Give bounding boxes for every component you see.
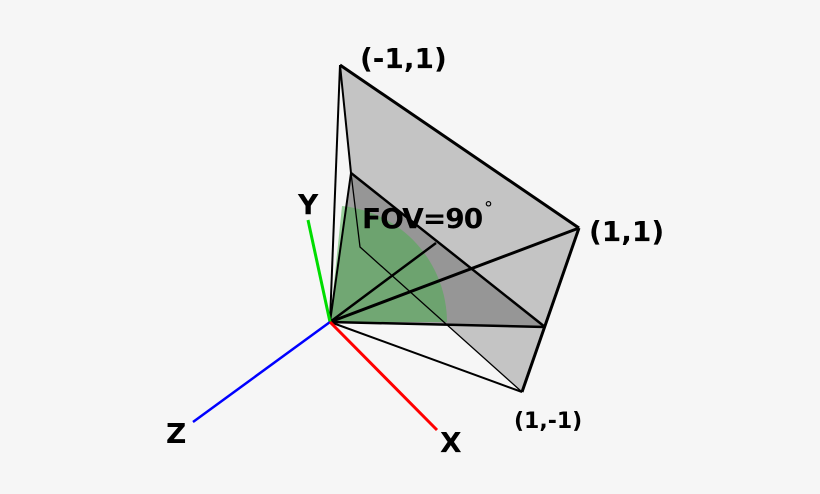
corner-label-right: (1,1) [589,215,664,248]
corner-label-top-left: (-1,1) [360,42,447,75]
edge [329,320,546,329]
x-axis [328,320,439,432]
frustum-edges [329,63,581,393]
edge [329,321,523,393]
edge [329,241,437,324]
fov-arc [330,206,447,322]
y-axis [306,219,332,323]
edge [339,64,352,174]
edge [520,227,581,393]
edge [329,226,580,324]
edge [329,172,352,323]
edge [329,64,341,323]
y-axis-label: Y [297,188,319,221]
degree-symbol: ° [484,198,493,219]
z-axis [192,320,331,424]
corner-label-bottom: (1,-1) [514,409,582,434]
edge [339,63,580,230]
fov-label: FOV=90 [362,202,483,235]
edge [350,172,546,328]
x-axis-label: X [440,426,462,459]
edge [350,172,523,393]
z-axis-label: Z [166,417,186,450]
